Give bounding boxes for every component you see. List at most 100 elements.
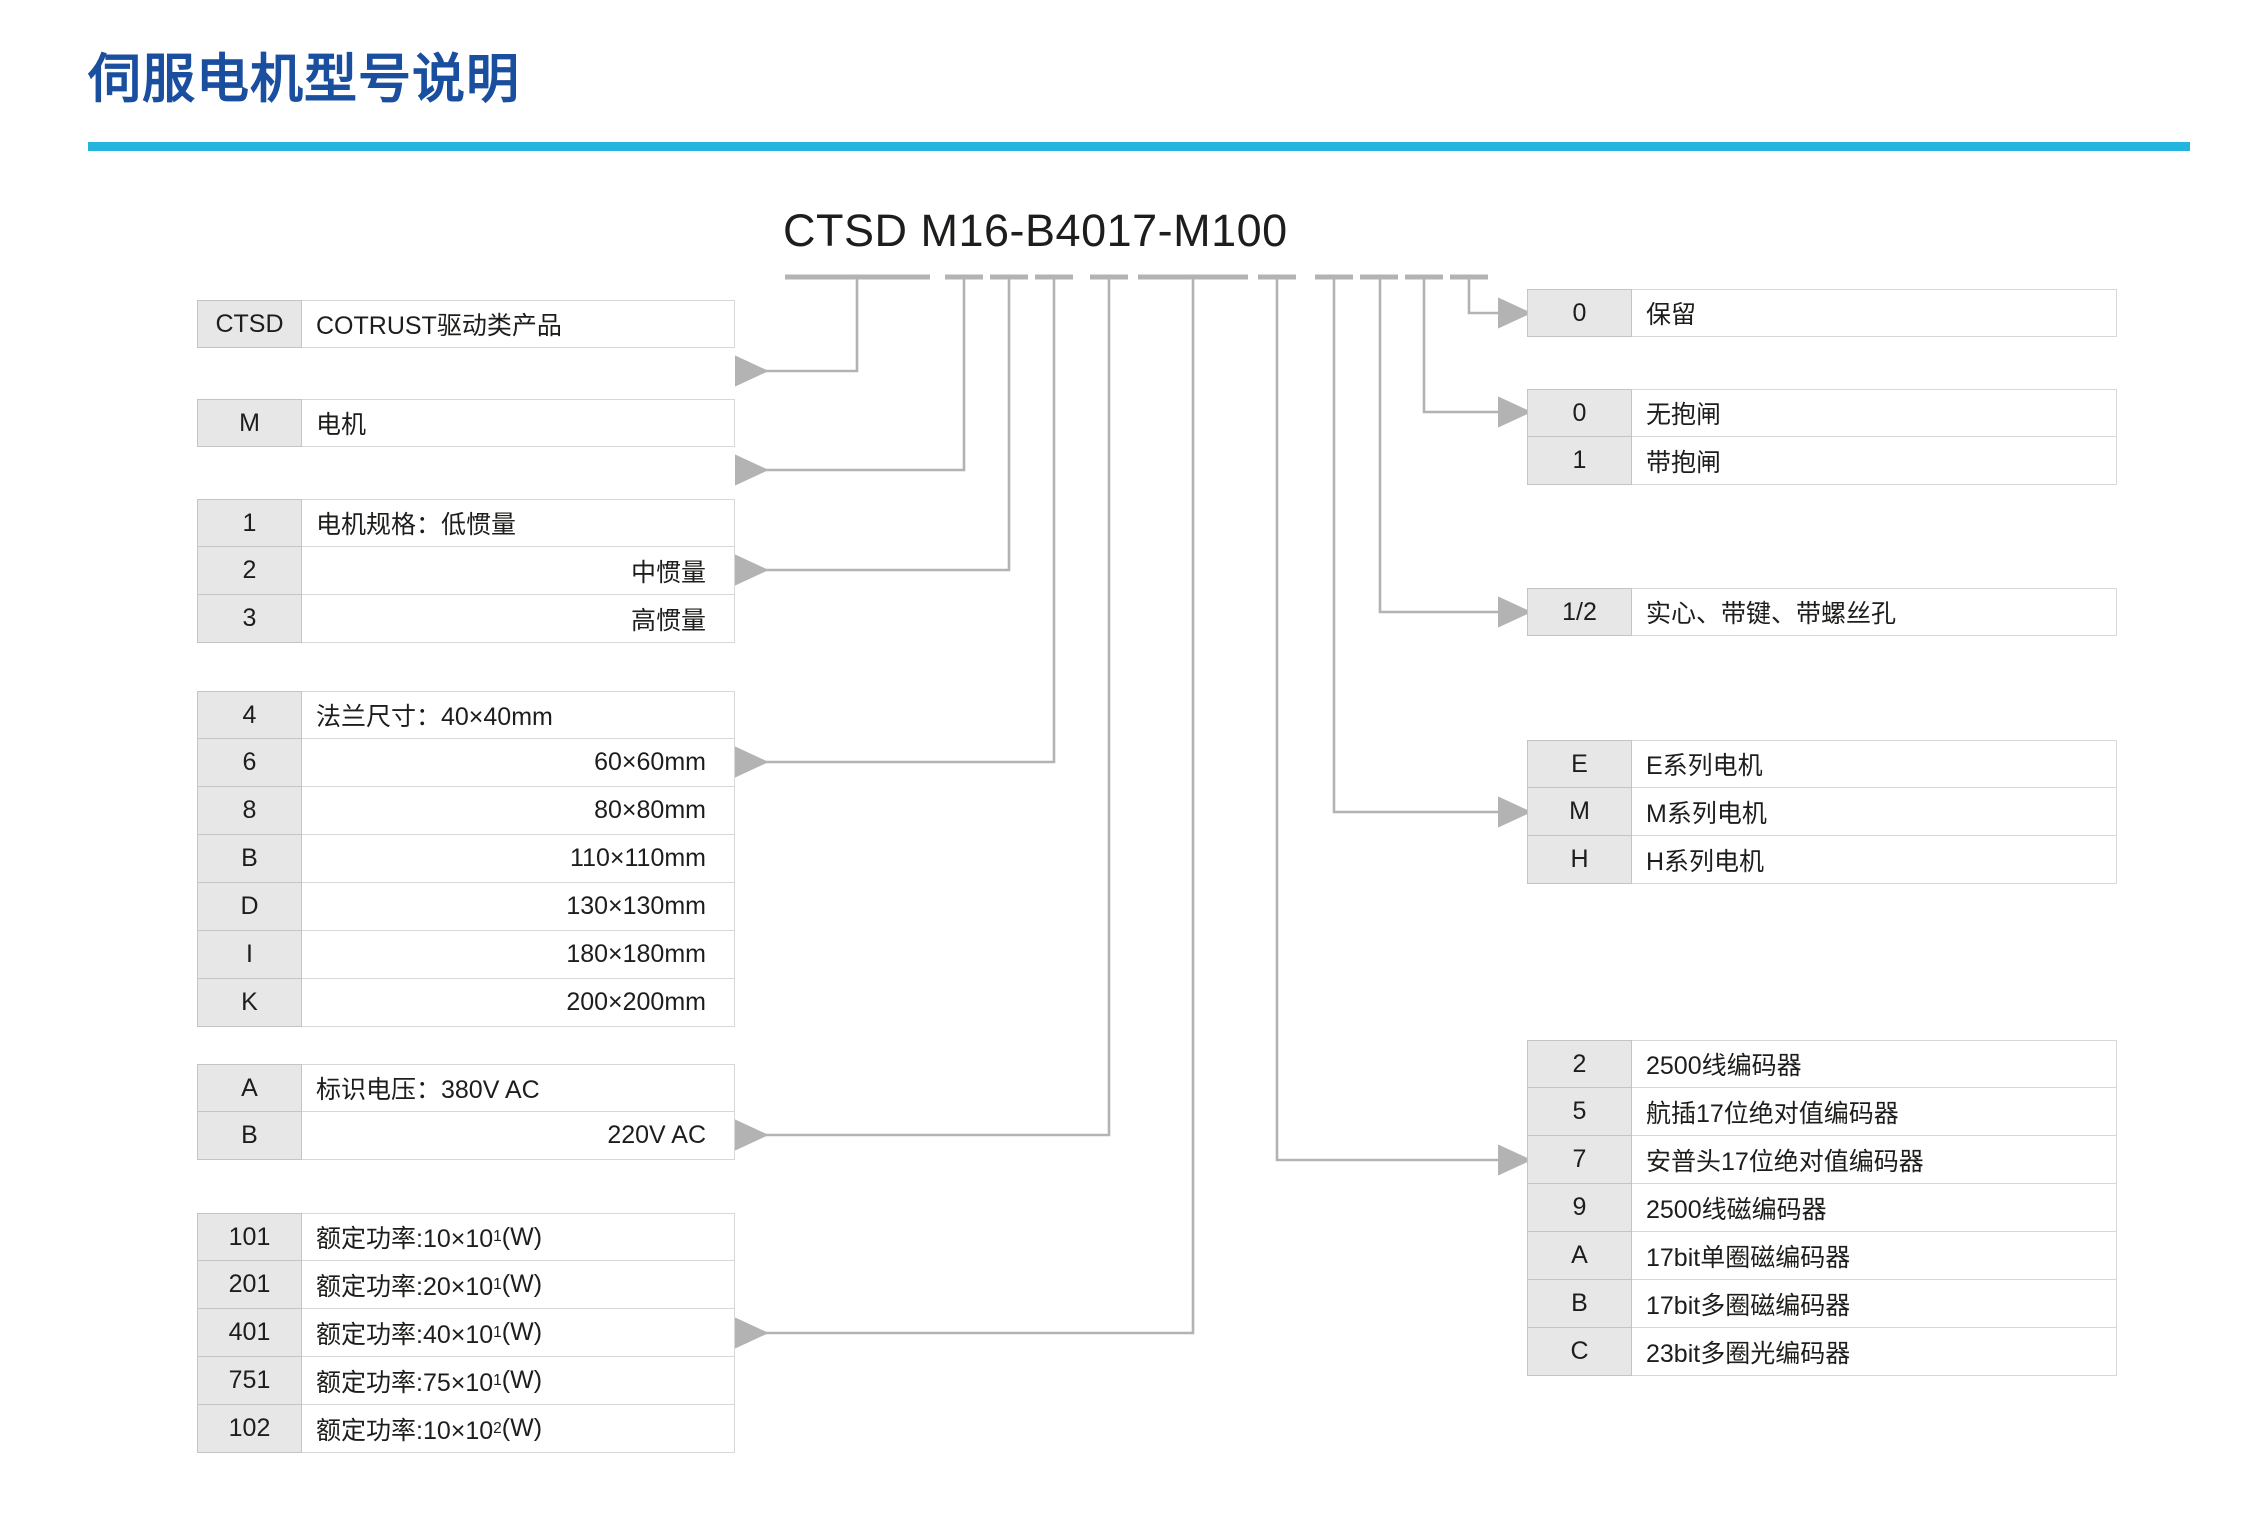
row-code-cell: 8 (197, 787, 302, 835)
row-code-cell: 101 (197, 1213, 302, 1261)
row-desc-cell: 中惯量 (302, 547, 735, 595)
row-desc-cell: 航插17位绝对值编码器 (1632, 1088, 2117, 1136)
title-underline-rule (88, 142, 2190, 151)
row-code-cell: 3 (197, 595, 302, 643)
row-desc-cell: 保留 (1632, 289, 2117, 337)
row-desc-cell: M系列电机 (1632, 788, 2117, 836)
row-desc-cell: 110×110mm (302, 835, 735, 883)
row-desc-cell: 带抱闸 (1632, 437, 2117, 485)
row-desc-cell: 80×80mm (302, 787, 735, 835)
row-desc-cell: 17bit单圈磁编码器 (1632, 1232, 2117, 1280)
title-block: 伺服电机型号说明 (88, 50, 520, 110)
row-code-cell: A (1527, 1232, 1632, 1280)
row-code-cell: C (1527, 1328, 1632, 1376)
row-code-cell: B (1527, 1280, 1632, 1328)
row-code-cell: 201 (197, 1261, 302, 1309)
row-code-cell: 4 (197, 691, 302, 739)
row-desc-cell: 23bit多圈光编码器 (1632, 1328, 2117, 1376)
row-desc-cell: 220V AC (302, 1112, 735, 1160)
row-code-cell: 2 (1527, 1040, 1632, 1088)
row-code-cell: 6 (197, 739, 302, 787)
row-code-cell: 1 (197, 499, 302, 547)
row-code-cell: 102 (197, 1405, 302, 1453)
row-code-cell: M (197, 399, 302, 447)
row-desc-cell: 电机规格：低惯量 (302, 499, 735, 547)
row-code-cell: I (197, 931, 302, 979)
row-desc-cell: E系列电机 (1632, 740, 2117, 788)
row-code-cell: H (1527, 836, 1632, 884)
row-desc-cell: COTRUST驱动类产品 (302, 300, 735, 348)
row-code-cell: M (1527, 788, 1632, 836)
row-code-cell: A (197, 1064, 302, 1112)
row-code-cell: 5 (1527, 1088, 1632, 1136)
row-desc-cell: 17bit多圈磁编码器 (1632, 1280, 2117, 1328)
row-code-cell: 401 (197, 1309, 302, 1357)
row-desc-cell: 标识电压：380V AC (302, 1064, 735, 1112)
row-code-cell: 2 (197, 547, 302, 595)
row-desc-cell: 法兰尺寸：40×40mm (302, 691, 735, 739)
row-desc-cell: 2500线编码器 (1632, 1040, 2117, 1088)
row-desc-cell: 180×180mm (302, 931, 735, 979)
row-desc-cell: 高惯量 (302, 595, 735, 643)
row-code-cell: 0 (1527, 389, 1632, 437)
row-code-cell: B (197, 1112, 302, 1160)
row-code-cell: 751 (197, 1357, 302, 1405)
row-desc-cell: 60×60mm (302, 739, 735, 787)
row-code-cell: 0 (1527, 289, 1632, 337)
row-desc-cell: 电机 (302, 399, 735, 447)
row-desc-cell: 2500线磁编码器 (1632, 1184, 2117, 1232)
row-code-cell: 7 (1527, 1136, 1632, 1184)
row-code-cell: 9 (1527, 1184, 1632, 1232)
row-desc-cell: 实心、带键、带螺丝孔 (1632, 588, 2117, 636)
row-desc-cell: 安普头17位绝对值编码器 (1632, 1136, 2117, 1184)
row-code-cell: CTSD (197, 300, 302, 348)
row-code-cell: 1 (1527, 437, 1632, 485)
row-desc-cell: 130×130mm (302, 883, 735, 931)
row-desc-cell: H系列电机 (1632, 836, 2117, 884)
row-code-cell: E (1527, 740, 1632, 788)
model-code-string: CTSD M16-B4017-M100 (783, 205, 1288, 256)
row-desc-cell: 200×200mm (302, 979, 735, 1027)
